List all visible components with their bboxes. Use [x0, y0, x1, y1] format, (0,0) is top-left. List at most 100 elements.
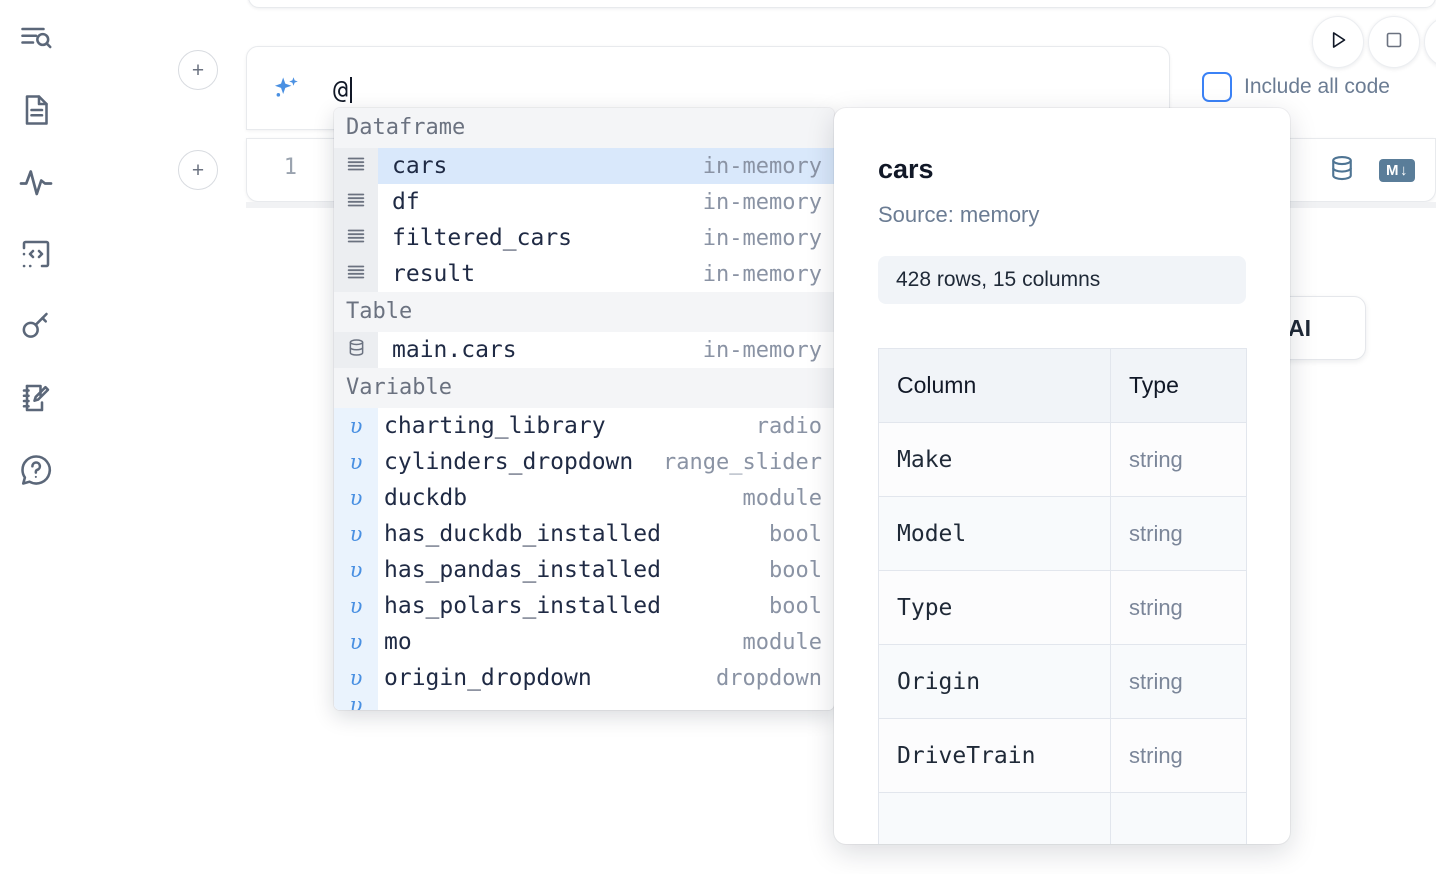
markdown-icon[interactable]: M↓: [1379, 159, 1415, 182]
variable-icon: υ: [349, 486, 363, 510]
autocomplete-item[interactable]: υ: [334, 696, 834, 710]
variable-icon: υ: [349, 522, 363, 546]
autocomplete-item-icon: υ: [334, 660, 378, 696]
add-cell-below-button[interactable]: +: [178, 150, 218, 190]
stop-icon: [1382, 28, 1406, 57]
autocomplete-item-name: [378, 696, 398, 710]
include-all-code-row[interactable]: Include all code: [1202, 72, 1390, 102]
markdown-letter: M: [1386, 162, 1399, 179]
sidebar-item-snippets[interactable]: [12, 230, 60, 278]
variable-icon: υ: [349, 558, 363, 582]
autocomplete-item-type: module: [742, 485, 822, 511]
autocomplete-item-icon: υ: [334, 624, 378, 660]
autocomplete-item-type: in-memory: [702, 153, 822, 179]
include-all-code-label: Include all code: [1244, 75, 1390, 98]
autocomplete-item-type: bool: [769, 557, 822, 583]
autocomplete-item-type: range_slider: [663, 449, 822, 475]
autocomplete-item-type: bool: [769, 521, 822, 547]
sidebar-item-help[interactable]: [12, 446, 60, 494]
column-header: Column: [878, 348, 1111, 423]
code-brackets-icon: [18, 236, 54, 272]
autocomplete-item-type: in-memory: [702, 225, 822, 251]
dataframe-icon: [345, 189, 367, 216]
dataframe-icon: [345, 225, 367, 252]
autocomplete-item[interactable]: υ has_polars_installed bool: [334, 588, 834, 624]
autocomplete-item-name: cars: [392, 153, 448, 179]
sparkle-icon: [269, 73, 303, 107]
ai-prompt-input[interactable]: @: [333, 75, 352, 104]
autocomplete-item[interactable]: df in-memory: [334, 184, 834, 220]
run-icon: [1325, 27, 1351, 58]
table-db-icon: [346, 337, 367, 363]
column-name-cell: [878, 792, 1111, 844]
activity-pulse-icon: [18, 164, 54, 200]
column-type-cell: string: [1110, 644, 1247, 719]
autocomplete-item-icon: υ: [334, 696, 378, 710]
sidebar-item-runtime[interactable]: [12, 158, 60, 206]
documentation-panel: cars Source: memory 428 rows, 15 columns…: [834, 108, 1290, 844]
autocomplete-item-name: has_polars_installed: [384, 593, 661, 619]
autocomplete-group-header: Variable: [334, 368, 834, 408]
autocomplete-item-name: mo: [384, 629, 412, 655]
document-icon: [18, 92, 54, 128]
column-name-cell: Make: [878, 422, 1111, 497]
question-chat-icon: [18, 452, 54, 488]
variable-icon: υ: [349, 696, 363, 710]
cell-action-icons: M↓: [1327, 153, 1415, 188]
variable-icon: υ: [349, 594, 363, 618]
autocomplete-item-icon: υ: [334, 444, 378, 480]
doc-source: Source: memory: [878, 202, 1040, 227]
autocomplete-item-icon: [334, 332, 378, 368]
column-type-cell: string: [1110, 570, 1247, 645]
more-actions-button[interactable]: [1424, 16, 1436, 68]
column-type-cell: [1110, 792, 1247, 844]
autocomplete-item-type: in-memory: [702, 189, 822, 215]
autocomplete-item-type: in-memory: [702, 261, 822, 287]
autocomplete-item-name: cylinders_dropdown: [384, 449, 634, 475]
autocomplete-item-type: radio: [755, 413, 822, 439]
previous-cell-edge: [248, 0, 1436, 8]
sidebar-item-scratchpad[interactable]: [12, 374, 60, 422]
sidebar-item-notebook[interactable]: [12, 86, 60, 134]
autocomplete-item-icon: υ: [334, 552, 378, 588]
autocomplete-item-icon: [334, 220, 378, 256]
column-name-cell: Model: [878, 496, 1111, 571]
column-name-cell: DriveTrain: [878, 718, 1111, 793]
autocomplete-item-type: bool: [769, 593, 822, 619]
run-button[interactable]: [1312, 16, 1364, 68]
autocomplete-item[interactable]: cars in-memory: [334, 148, 834, 184]
add-cell-above-button[interactable]: +: [178, 50, 218, 90]
autocomplete-item-name: duckdb: [384, 485, 468, 511]
autocomplete-item-name: df: [392, 189, 420, 215]
markdown-arrow: ↓: [1400, 162, 1408, 179]
autocomplete-item-icon: [334, 184, 378, 220]
database-icon[interactable]: [1327, 153, 1357, 188]
autocomplete-item-icon: [334, 256, 378, 292]
autocomplete-item-type: module: [742, 629, 822, 655]
column-type-cell: string: [1110, 422, 1247, 497]
include-all-code-checkbox[interactable]: [1202, 72, 1232, 102]
autocomplete-item-name: origin_dropdown: [384, 665, 592, 691]
sidebar-item-secrets[interactable]: [12, 302, 60, 350]
stop-button[interactable]: [1368, 16, 1420, 68]
autocomplete-item-icon: [334, 148, 378, 184]
notepad-pencil-icon: [18, 380, 54, 416]
sidebar-item-explore[interactable]: [12, 14, 60, 62]
